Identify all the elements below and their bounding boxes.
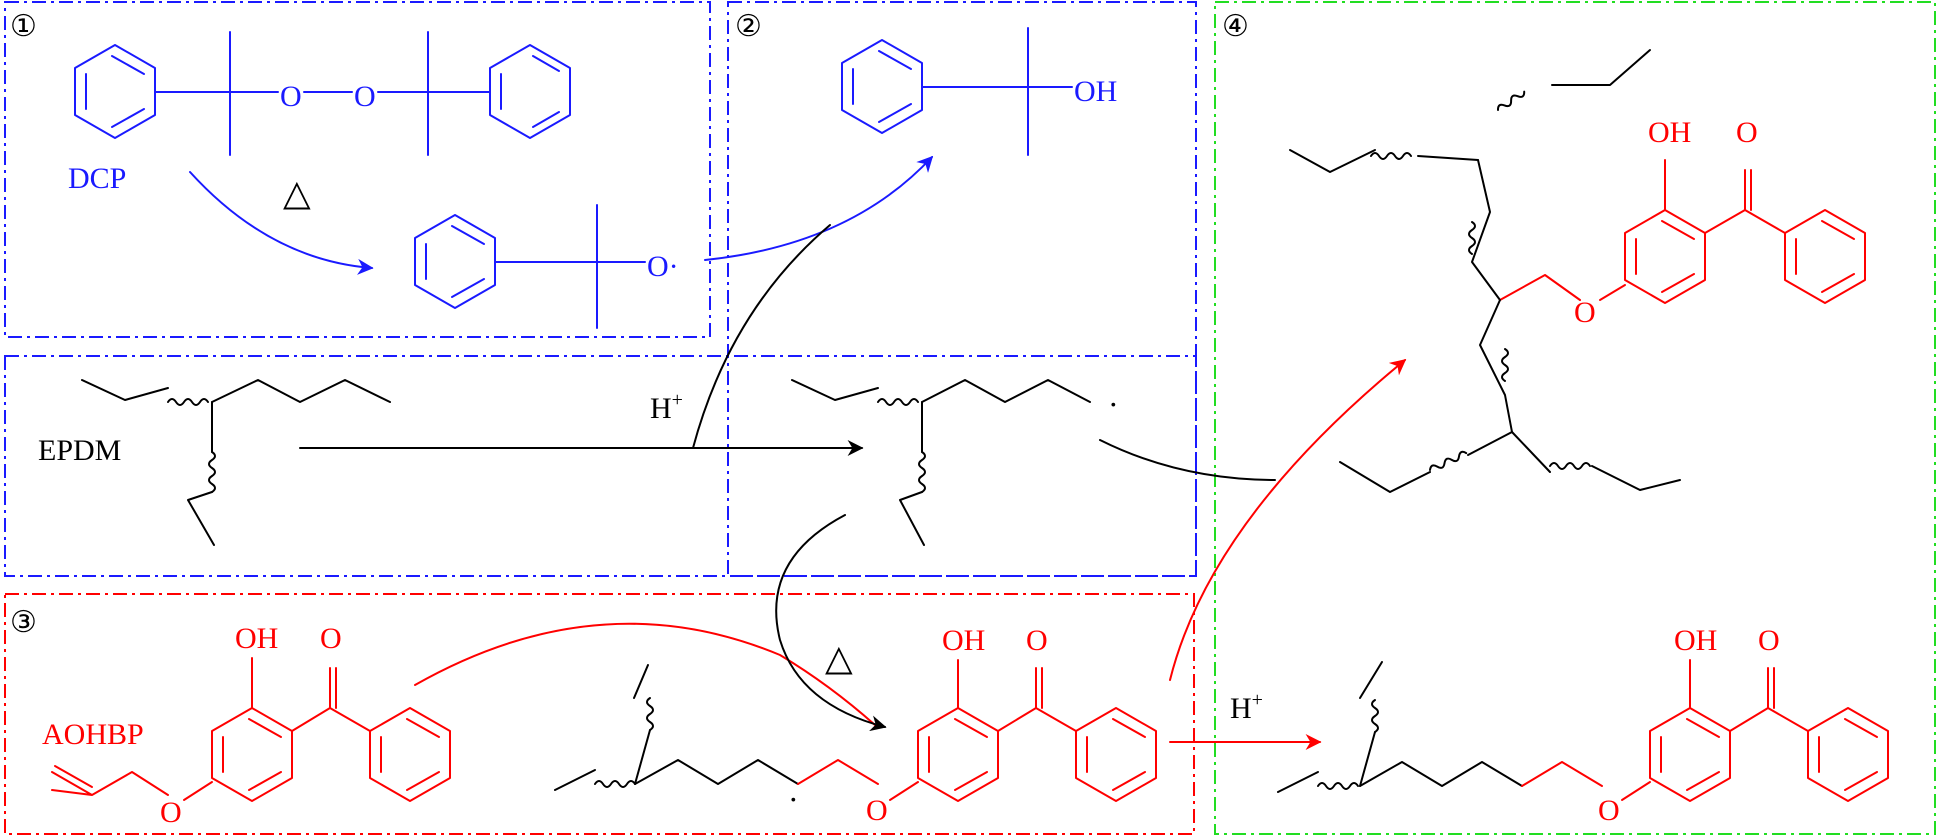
aohbp-molecule: O OH O <box>51 622 451 829</box>
dcp-decomposition-arrow <box>189 171 374 275</box>
cumyl-alcohol-oh: OH <box>1074 75 1117 108</box>
panel-3-number: ③ <box>10 606 37 639</box>
radical-to-graft-curve <box>1099 439 1276 481</box>
intermediate-oh: OH <box>942 624 985 657</box>
crosslink-ether-oxygen: O <box>1574 296 1596 329</box>
aohbp-label: AOHBP <box>42 718 144 751</box>
epdm-radical-dot: · <box>1108 386 1119 422</box>
crosslinked-graft: O OH O <box>1289 49 1866 493</box>
panel-1-number: ① <box>10 10 37 43</box>
intermediate-radical-dot: · <box>788 781 799 817</box>
aohbp-oh: OH <box>235 622 278 655</box>
epdm-label: EPDM <box>38 434 121 467</box>
product-ether-oxygen: O <box>1598 794 1620 827</box>
aohbp-carbonyl-o: O <box>320 622 342 655</box>
panel-3-frame <box>4 593 1195 835</box>
panel-4-frame <box>1214 1 1936 835</box>
panel-2-number: ② <box>735 10 762 43</box>
crosslink-oh: OH <box>1648 116 1691 149</box>
epdm-region-frame <box>4 355 1197 577</box>
product-oh: OH <box>1674 624 1717 657</box>
h-transfer-curve <box>692 224 831 449</box>
dcp-oxygen-1: O <box>280 80 302 113</box>
h-plus-1: H+ <box>650 389 683 425</box>
epdm-to-graft-arrow <box>775 514 887 732</box>
product-carbonyl-o: O <box>1758 624 1780 657</box>
panel-4-number: ④ <box>1222 10 1249 43</box>
heat-symbol-1: △ <box>283 173 311 213</box>
panel-1-frame <box>4 1 711 338</box>
intermediate-carbonyl-o: O <box>1026 624 1048 657</box>
aohbp-to-graft-arrow <box>414 622 876 726</box>
dcp-oxygen-2: O <box>354 80 376 113</box>
epdm-radical <box>791 379 1091 546</box>
intermediate-ether-oxygen: O <box>866 794 888 827</box>
cumyloxy-oxygen-radical: O· <box>647 250 679 283</box>
cumyl-alcohol: OH <box>841 27 1117 156</box>
panel-2-frame <box>727 1 1197 577</box>
heat-symbol-2: △ <box>825 638 853 678</box>
h-plus-2: H+ <box>1230 689 1263 725</box>
aohbp-ether-oxygen: O <box>160 796 182 829</box>
crosslink-carbonyl-o: O <box>1736 116 1758 149</box>
cumyloxy-radical: O· <box>414 204 679 329</box>
epdm-chain <box>81 379 391 546</box>
radical-transfer-arrow <box>704 155 934 261</box>
grafting-intermediate: · O OH O <box>554 624 1157 827</box>
grafted-product: O OH O <box>1277 624 1889 827</box>
dcp-molecule: O O <box>74 31 571 156</box>
dcp-label: DCP <box>68 162 126 195</box>
intermediate-to-crosslink-arrow <box>1169 358 1407 681</box>
